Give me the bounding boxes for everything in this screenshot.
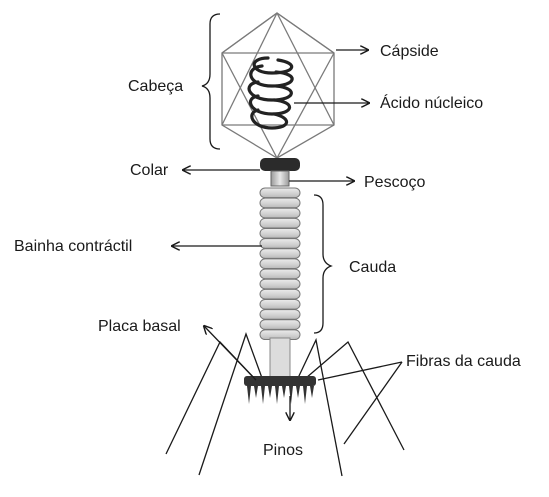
sheath-ring — [260, 198, 300, 208]
label-placa-basal: Placa basal — [98, 318, 181, 335]
pin — [247, 386, 251, 404]
pin — [268, 386, 272, 398]
pointer-fibras-2 — [344, 362, 402, 444]
label-capside: Cápside — [380, 43, 439, 60]
label-cauda: Cauda — [349, 259, 396, 276]
arrow-placa — [204, 326, 256, 380]
base-plate — [244, 376, 316, 404]
pin — [296, 386, 300, 398]
pin — [282, 386, 286, 398]
contractile-sheath — [260, 188, 300, 340]
sheath-ring — [260, 208, 300, 218]
label-colar: Colar — [130, 162, 169, 179]
sheath-ring — [260, 289, 300, 299]
label-pinos: Pinos — [263, 442, 303, 459]
collar — [260, 158, 300, 171]
sheath-ring — [260, 188, 300, 198]
pin — [254, 386, 258, 398]
sheath-ring — [260, 229, 300, 239]
pin — [310, 386, 314, 398]
pin — [275, 386, 279, 404]
sheath-ring — [260, 279, 300, 289]
tail-pins — [247, 386, 314, 404]
label-cabeca: Cabeça — [128, 78, 183, 95]
sheath-ring — [260, 239, 300, 249]
label-bainha: Bainha contráctil — [14, 238, 132, 255]
sheath-ring — [260, 310, 300, 320]
head-bracket — [202, 14, 220, 149]
sheath-ring — [260, 320, 300, 330]
sheath-ring — [260, 269, 300, 279]
sheath-ring — [260, 218, 300, 228]
sheath-ring — [260, 249, 300, 259]
label-fibras: Fibras da cauda — [406, 353, 521, 370]
tail-core — [270, 338, 290, 378]
label-acido-nucleico: Ácido núcleico — [380, 93, 483, 112]
pin — [261, 386, 265, 404]
tail-bracket — [314, 195, 331, 333]
pin — [303, 386, 307, 404]
sheath-ring — [260, 259, 300, 269]
label-pescoco: Pescoço — [364, 174, 425, 191]
sheath-ring — [260, 299, 300, 309]
neck — [271, 171, 289, 186]
